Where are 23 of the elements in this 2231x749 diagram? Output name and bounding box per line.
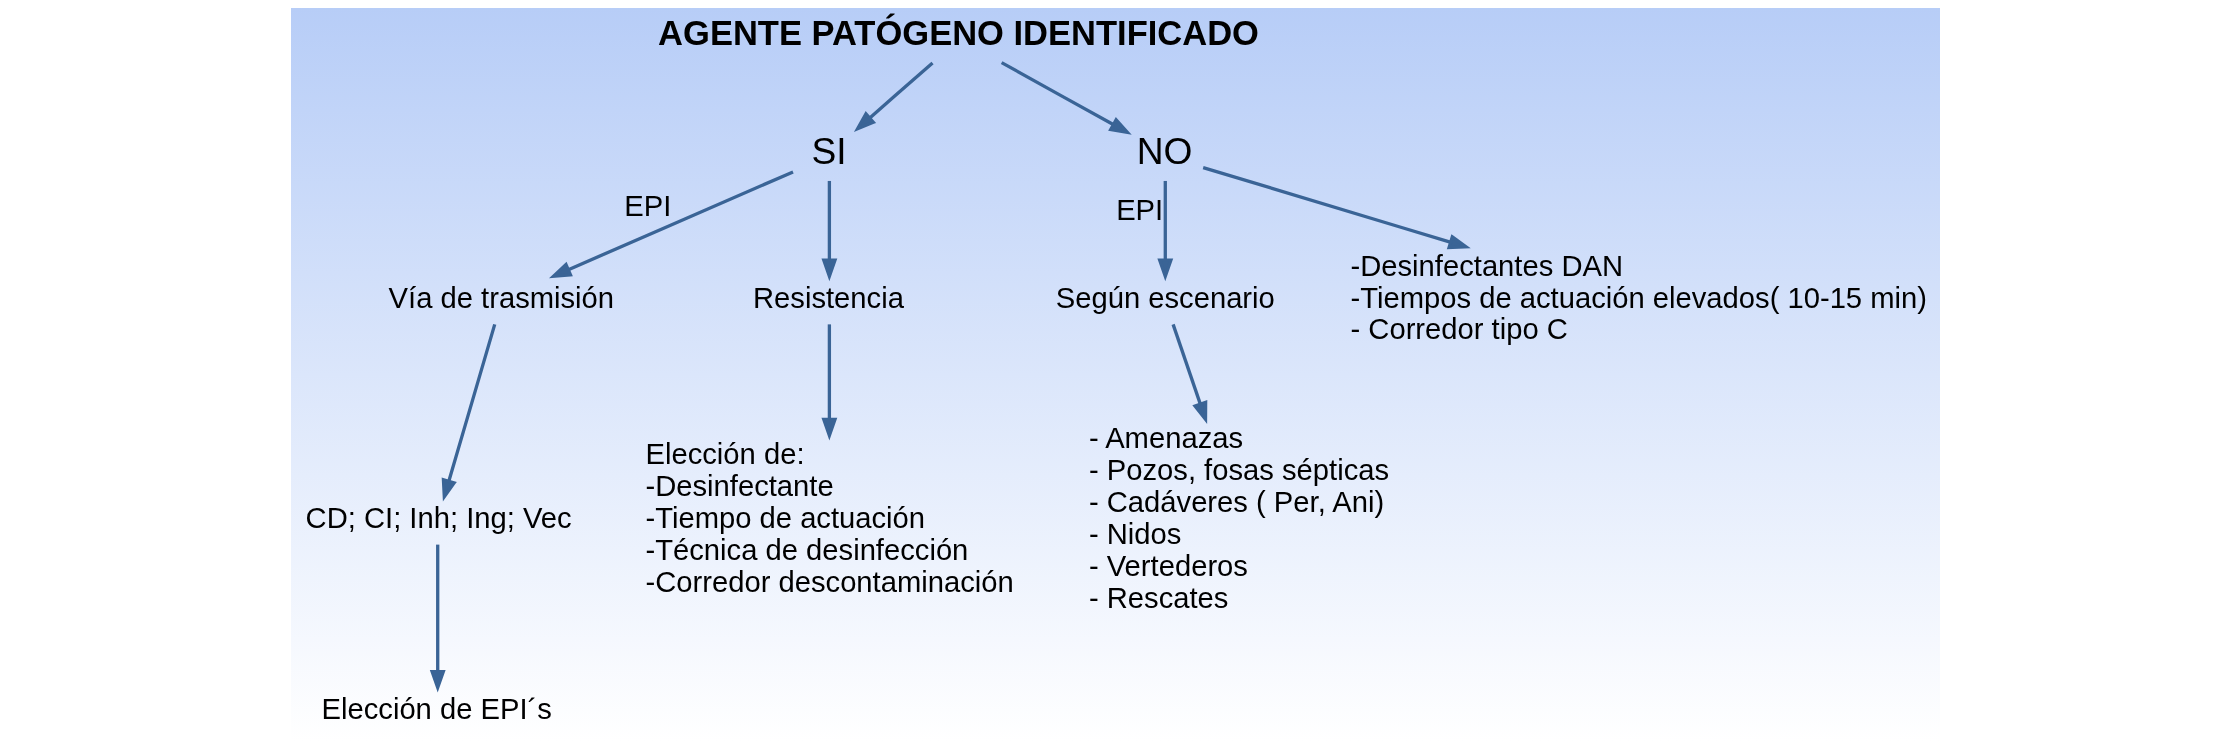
node-text: Elección de: -Desinfectante -Tiempo de actuación -Técnica de desinfección -Corredor descontaminación (645, 438, 1014, 598)
arrow (853, 61, 934, 132)
arrow (1202, 165, 1471, 250)
node-text: -Desinfectantes DAN -Tiempos de actuación elevados( 10-15 min) - Corredor tipo C (1350, 249, 1927, 346)
arrow (429, 544, 446, 693)
node-text: Resistencia (753, 281, 904, 314)
edge-label: EPI (1116, 193, 1164, 226)
node-text: Vía de trasmisión (388, 281, 615, 314)
edge-label: EPI (624, 189, 672, 222)
arrow (441, 323, 497, 502)
arrow (821, 180, 838, 282)
node-text: AGENTE PATÓGENO IDENTIFICADO (658, 13, 1259, 52)
arrow (821, 324, 838, 441)
node-text: SI (811, 129, 847, 172)
node-text: NO (1136, 129, 1193, 172)
arrow (1157, 180, 1174, 282)
node-text: - Amenazas - Pozos, fosas sépticas - Cadáveres ( Per, Ani) - Nidos - Vertederos - Rescates (1088, 422, 1390, 614)
arrow (1171, 323, 1208, 424)
node-text: Según escenario (1055, 281, 1275, 314)
node-text: CD; CI; Inh; Ing; Vec (305, 501, 572, 534)
node-text: Elección de EPI´s (321, 693, 552, 726)
arrow (1000, 61, 1132, 135)
arrow (549, 170, 794, 279)
